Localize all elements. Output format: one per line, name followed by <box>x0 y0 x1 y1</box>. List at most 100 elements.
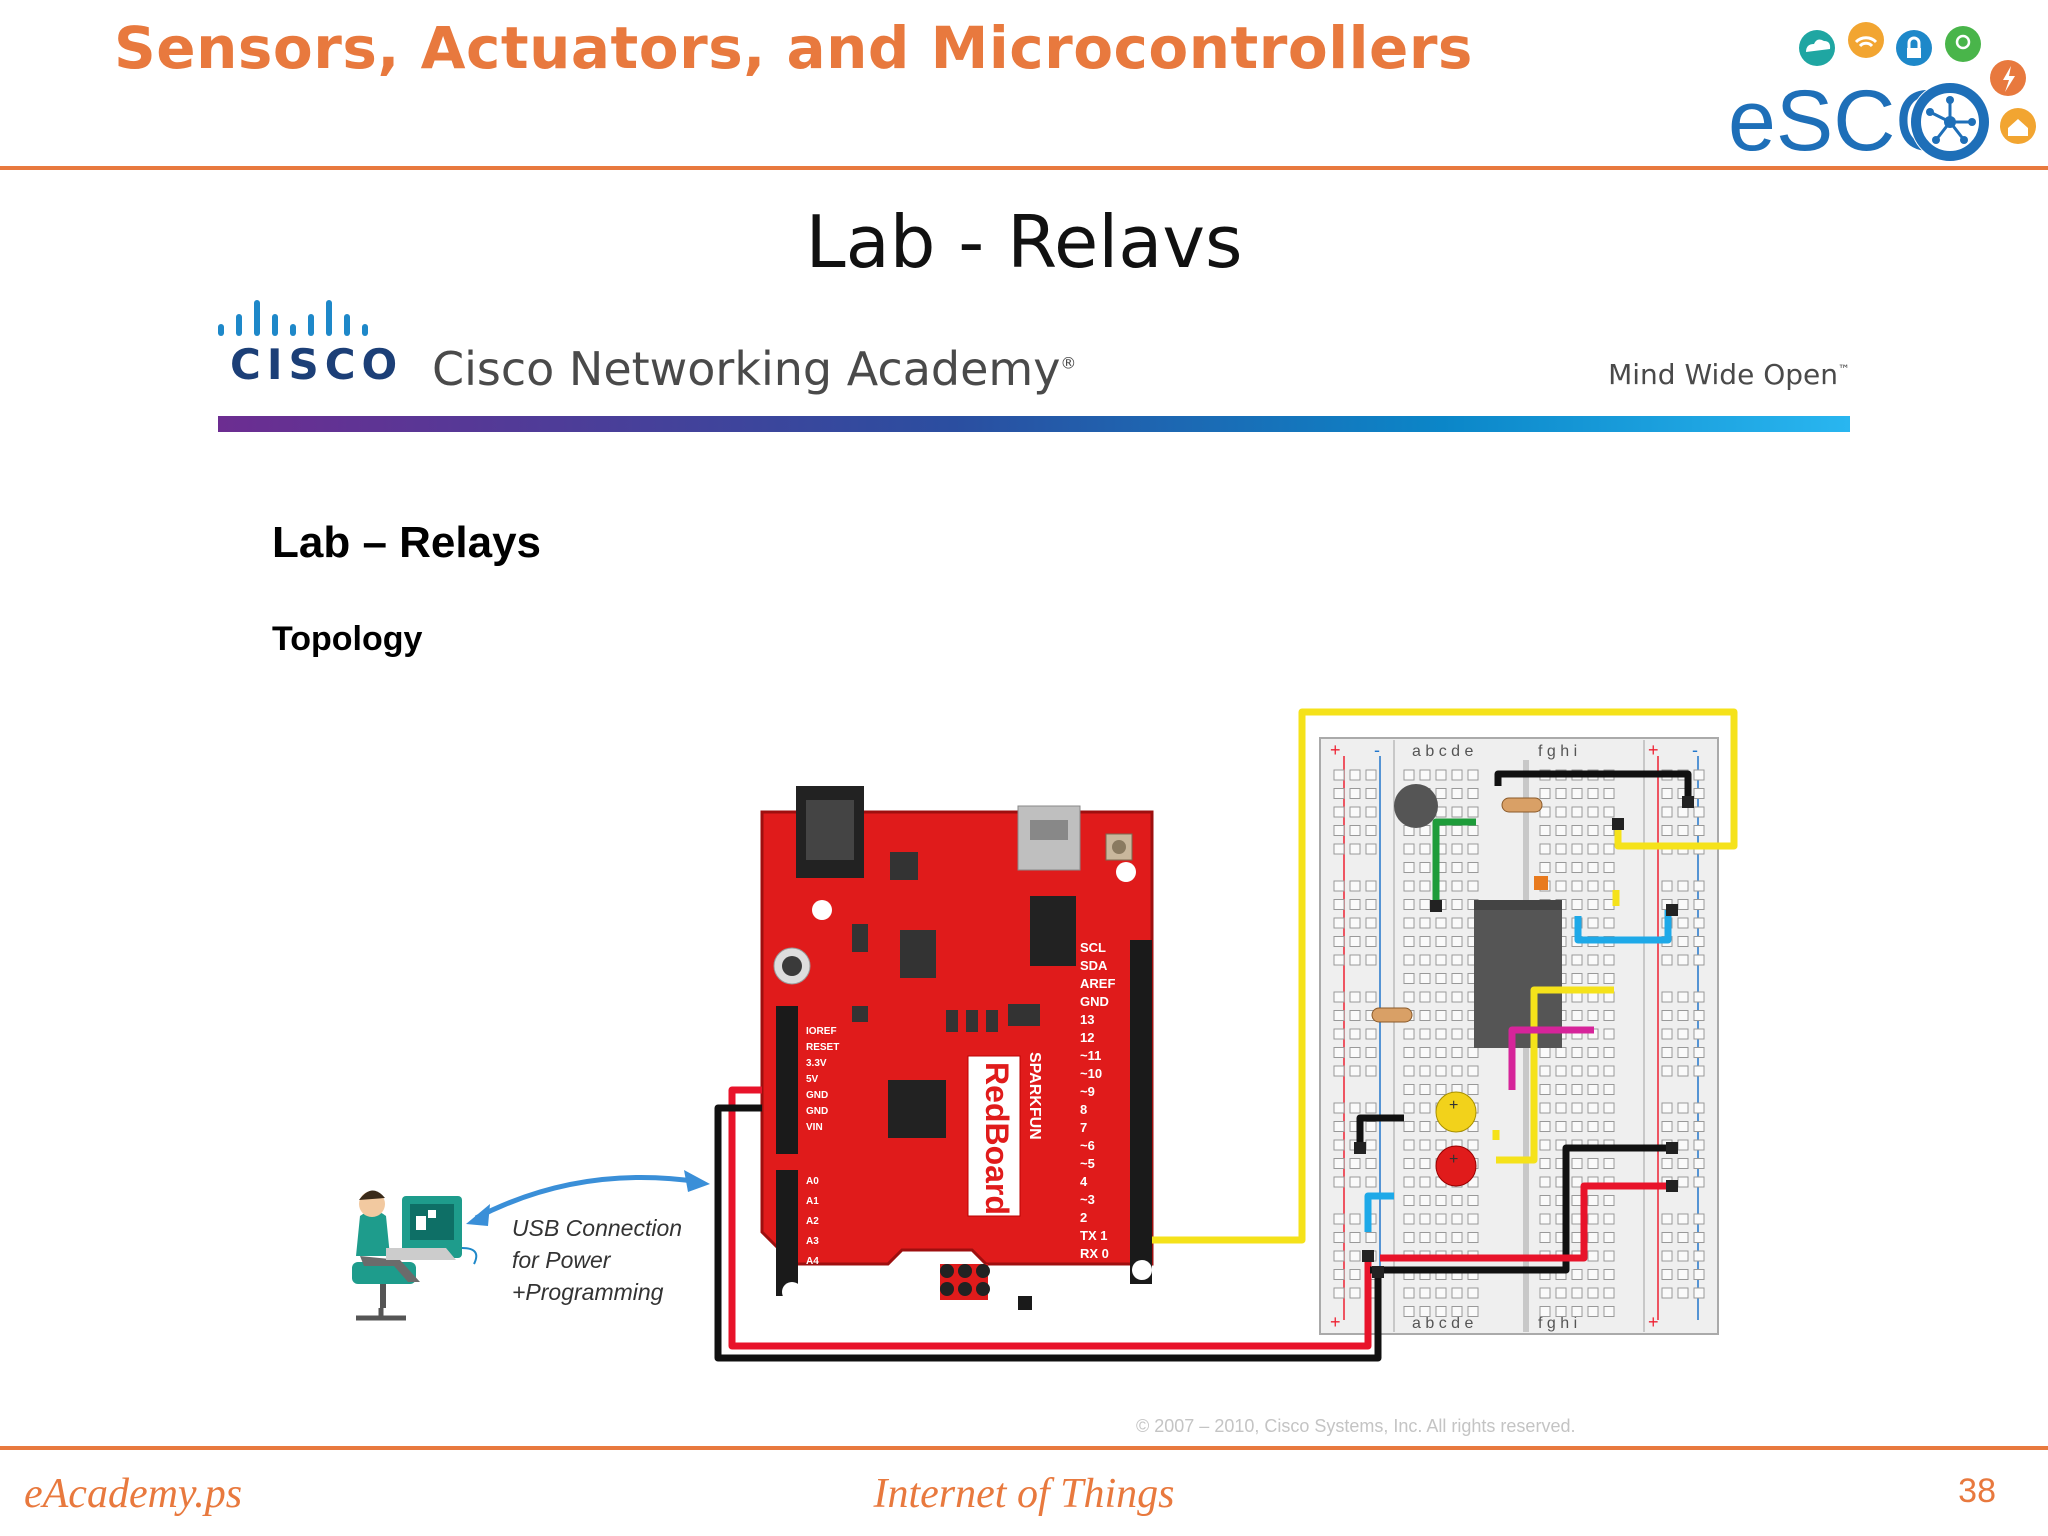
breadboard-hole <box>1693 936 1705 947</box>
breadboard-hole <box>1571 1158 1583 1169</box>
breadboard-hole <box>1333 1047 1345 1058</box>
breadboard-hole <box>1603 1065 1615 1077</box>
breadboard-hole <box>1365 1139 1377 1151</box>
breadboard-hole <box>1365 1158 1377 1169</box>
breadboard-hole <box>1403 1028 1415 1040</box>
breadboard-hole <box>1661 1010 1673 1021</box>
breadboard-hole <box>1661 1028 1673 1040</box>
breadboard-hole <box>1693 1121 1705 1132</box>
digital-pin-label: ~11 <box>1080 1048 1101 1063</box>
breadboard-hole <box>1555 1047 1567 1058</box>
breadboard-hole <box>1419 1213 1431 1225</box>
header-title: Sensors, Actuators, and Microcontrollers <box>114 14 1473 82</box>
breadboard-hole <box>1419 936 1431 947</box>
bulb-icon <box>1945 26 1981 62</box>
person-computer-icon <box>352 1190 478 1321</box>
breadboard-hole <box>1539 843 1551 855</box>
breadboard-hole <box>1365 1028 1377 1040</box>
digital-pin-label: 13 <box>1080 1012 1094 1027</box>
breadboard-hole <box>1693 1232 1705 1243</box>
breadboard-hole <box>1435 769 1447 781</box>
breadboard-hole <box>1365 1065 1377 1077</box>
breadboard-hole <box>1435 1287 1447 1299</box>
breadboard-hole <box>1403 1047 1415 1058</box>
breadboard-hole <box>1693 1287 1705 1299</box>
breadboard-hole <box>1677 1176 1689 1188</box>
breadboard-hole <box>1571 899 1583 910</box>
tagline: Mind Wide Open™ <box>1608 358 1850 391</box>
breadboard-hole <box>1693 1028 1705 1040</box>
breadboard-hole <box>1365 1102 1377 1114</box>
breadboard-hole <box>1587 917 1599 929</box>
breadboard-hole <box>1603 1250 1615 1262</box>
breadboard-hole <box>1555 1065 1567 1077</box>
wire-black-bottom <box>1370 1144 1672 1274</box>
breadboard-hole <box>1661 1121 1673 1132</box>
breadboard-hole <box>1603 973 1615 984</box>
breadboard-hole <box>1555 788 1567 799</box>
breadboard-hole <box>1419 1065 1431 1077</box>
breadboard-hole <box>1419 1121 1431 1132</box>
digital-pin-label: ~3 <box>1080 1192 1095 1207</box>
digital-pin-label: ~5 <box>1080 1156 1095 1171</box>
breadboard-hole <box>1435 954 1447 966</box>
breadboard-hole <box>1555 825 1567 836</box>
breadboard-hole <box>1365 806 1377 818</box>
breadboard-hole <box>1435 1084 1447 1095</box>
breadboard-hole <box>1365 1047 1377 1058</box>
breadboard-hole <box>1693 1176 1705 1188</box>
breadboard-hole <box>1349 917 1361 929</box>
breadboard-hole <box>1693 1250 1705 1262</box>
breadboard-hole <box>1333 899 1345 910</box>
breadboard-hole <box>1693 1139 1705 1151</box>
wire-green <box>1432 818 1476 906</box>
breadboard-hole <box>1403 1121 1415 1132</box>
breadboard-hole <box>1571 1269 1583 1280</box>
breadboard-hole <box>1467 1047 1479 1058</box>
breadboard-hole <box>1571 1121 1583 1132</box>
wire-black-led <box>1356 1114 1404 1148</box>
breadboard-hole <box>1365 1121 1377 1132</box>
breadboard-hole <box>1349 1158 1361 1169</box>
breadboard-hole <box>1571 1084 1583 1095</box>
digital-pin-label: SDA <box>1080 958 1108 973</box>
red-led <box>1435 1145 1477 1187</box>
breadboard-hole <box>1661 806 1673 818</box>
breadboard-hole <box>1365 936 1377 947</box>
digital-pin-label: GND <box>1080 994 1109 1009</box>
breadboard-hole <box>1677 936 1689 947</box>
breadboard-hole <box>1587 843 1599 855</box>
page-number: 38 <box>1958 1472 1996 1510</box>
breadboard-hole <box>1693 991 1705 1003</box>
breadboard-hole <box>1677 899 1689 910</box>
breadboard-hole <box>1693 954 1705 966</box>
breadboard-hole <box>1365 880 1377 892</box>
breadboard-hole <box>1661 1102 1673 1114</box>
breadboard-hole <box>1349 1176 1361 1188</box>
yellow-led <box>1435 1091 1477 1133</box>
power-pin-label: RESET <box>806 1042 839 1053</box>
atmega-chip <box>888 1080 946 1138</box>
breadboard-hole <box>1571 825 1583 836</box>
breadboard-hole <box>1467 1287 1479 1299</box>
breadboard-hole <box>1435 788 1447 799</box>
power-pin-label: 3.3V <box>806 1058 827 1069</box>
breadboard-hole <box>1333 1287 1345 1299</box>
relay-module <box>1474 900 1562 1048</box>
breadboard-hole <box>1539 1084 1551 1095</box>
breadboard-hole <box>1693 917 1705 929</box>
breadboard-hole <box>1451 1232 1463 1243</box>
breadboard-hole <box>1603 1102 1615 1114</box>
redboard-arduino: RedBoard SPARKFUN <box>760 786 1154 1310</box>
breadboard-hole <box>1587 788 1599 799</box>
cisco-wordmark: CISCO <box>230 340 404 389</box>
breadboard-hole <box>1539 862 1551 873</box>
breadboard-hole <box>1693 880 1705 892</box>
breadboard-hole <box>1419 1232 1431 1243</box>
digital-pin-label: SCL <box>1080 940 1106 955</box>
breadboard-hole <box>1539 788 1551 799</box>
breadboard-hole <box>1349 1065 1361 1077</box>
breadboard-hole <box>1677 1028 1689 1040</box>
breadboard-hole <box>1451 991 1463 1003</box>
